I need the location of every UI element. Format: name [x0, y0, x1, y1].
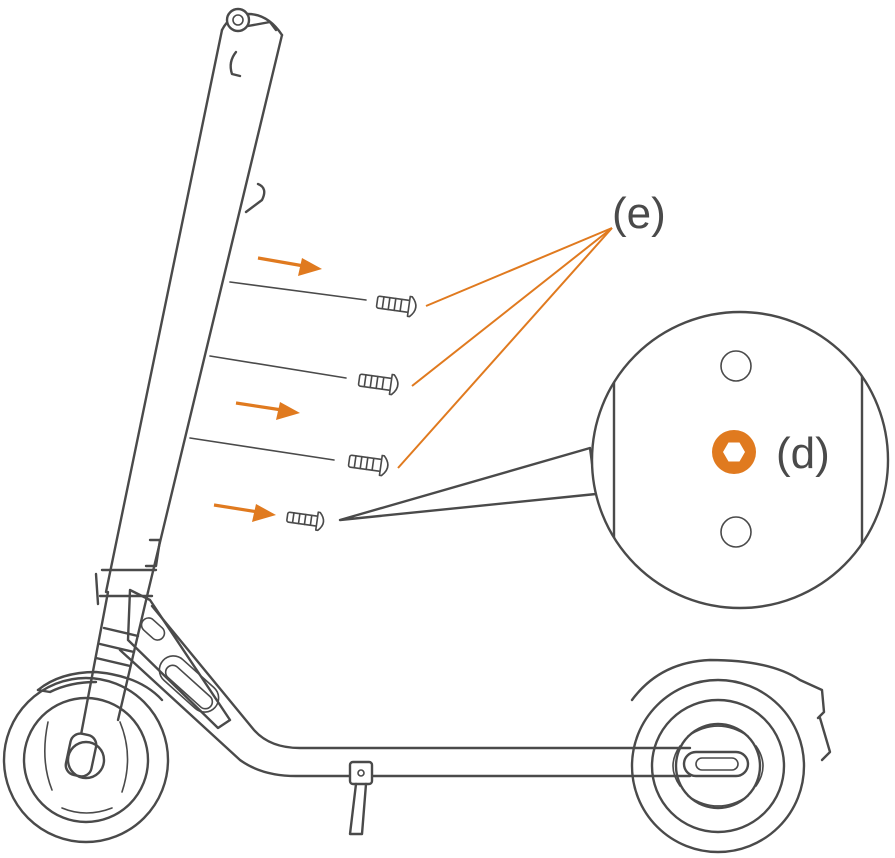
callout-lines-e [397, 227, 613, 469]
right-arrow-icon [257, 256, 322, 276]
right-arrow-icon [235, 401, 300, 420]
screw-icon [347, 454, 389, 477]
screw-icon [375, 295, 417, 318]
magnified-detail [338, 310, 890, 610]
hex-bolt-icon [712, 430, 756, 474]
scooter-deck [118, 604, 692, 778]
scooter-fork [64, 590, 150, 778]
arrows [213, 256, 322, 522]
label-bolt: (d) [776, 429, 830, 478]
stem-latch [225, 7, 251, 33]
label-screws: (e) [612, 189, 666, 238]
screw-icon [357, 373, 399, 396]
folding-bracket [126, 588, 232, 730]
kickstand [348, 760, 374, 836]
rear-wheel [630, 658, 832, 854]
screws [286, 295, 417, 532]
right-arrow-icon [213, 503, 276, 522]
stem-hook [244, 182, 266, 214]
screw-leader-lines [189, 281, 367, 461]
hole [720, 350, 752, 382]
scooter-stem [94, 7, 284, 606]
scooter [2, 7, 832, 854]
hole [720, 516, 752, 548]
front-wheel [2, 670, 170, 844]
screw-icon [286, 511, 325, 532]
